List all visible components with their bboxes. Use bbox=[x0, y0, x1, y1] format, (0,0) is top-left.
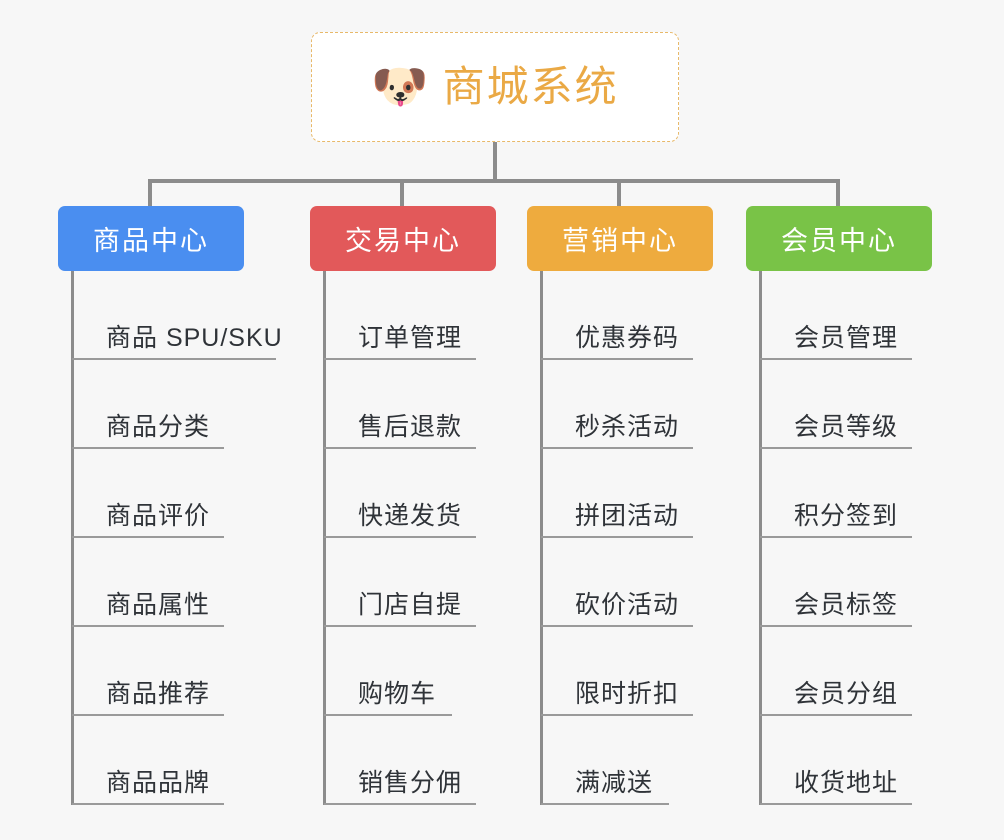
connector-spine-marketing-center bbox=[540, 271, 543, 805]
list-item-label: 商品分类 bbox=[106, 413, 211, 441]
leaf-list-member-center: 会员管理 会员等级 积分签到 会员标签 会员分组 收货地址 bbox=[746, 271, 956, 805]
leaf-rule bbox=[760, 358, 912, 360]
leaf-list-trade-center: 订单管理 售后退款 快递发货 门店自提 购物车 销售分佣 bbox=[310, 271, 520, 805]
list-item-label: 拼团活动 bbox=[575, 502, 680, 530]
list-item[interactable]: 砍价活动 bbox=[541, 538, 737, 627]
list-item-label: 快递发货 bbox=[358, 502, 463, 530]
list-item[interactable]: 门店自提 bbox=[324, 538, 520, 627]
list-item[interactable]: 商品属性 bbox=[72, 538, 288, 627]
list-item[interactable]: 秒杀活动 bbox=[541, 360, 737, 449]
list-item-label: 秒杀活动 bbox=[575, 413, 680, 441]
list-item[interactable]: 商品推荐 bbox=[72, 627, 288, 716]
list-item[interactable]: 满减送 bbox=[541, 716, 737, 805]
connector-drop-marketing-center bbox=[617, 179, 621, 209]
leaf-rule bbox=[541, 803, 669, 805]
connector-drop-member-center bbox=[836, 179, 840, 209]
leaf-rule bbox=[760, 536, 912, 538]
root-node[interactable]: 🐶 商城系统 bbox=[311, 32, 679, 142]
list-item-label: 商品评价 bbox=[106, 502, 211, 530]
list-item-label: 会员管理 bbox=[794, 324, 899, 352]
connector-drop-product-center bbox=[148, 179, 152, 209]
column-member-center: 会员中心 会员管理 会员等级 积分签到 会员标签 会员分组 bbox=[746, 206, 956, 805]
category-header-marketing-center[interactable]: 营销中心 bbox=[527, 206, 713, 271]
list-item-label: 积分签到 bbox=[794, 502, 899, 530]
leaf-rule bbox=[541, 447, 693, 449]
list-item-label: 销售分佣 bbox=[358, 769, 463, 797]
connector-spine-product-center bbox=[71, 271, 74, 805]
leaf-rule bbox=[72, 625, 224, 627]
list-item[interactable]: 商品品牌 bbox=[72, 716, 288, 805]
list-item[interactable]: 拼团活动 bbox=[541, 449, 737, 538]
dog-face-icon: 🐶 bbox=[371, 60, 429, 112]
list-item-label: 购物车 bbox=[358, 680, 437, 708]
list-item-label: 商品 SPU/SKU bbox=[106, 324, 283, 352]
list-item[interactable]: 会员等级 bbox=[760, 360, 956, 449]
list-item[interactable]: 销售分佣 bbox=[324, 716, 520, 805]
list-item[interactable]: 商品分类 bbox=[72, 360, 288, 449]
list-item[interactable]: 积分签到 bbox=[760, 449, 956, 538]
list-item-label: 会员标签 bbox=[794, 591, 899, 619]
list-item-label: 会员等级 bbox=[794, 413, 899, 441]
list-item[interactable]: 购物车 bbox=[324, 627, 520, 716]
category-header-product-center[interactable]: 商品中心 bbox=[58, 206, 244, 271]
list-item[interactable]: 收货地址 bbox=[760, 716, 956, 805]
connector-horizontal-bus bbox=[148, 179, 840, 183]
list-item[interactable]: 会员管理 bbox=[760, 271, 956, 360]
list-item-label: 会员分组 bbox=[794, 680, 899, 708]
category-header-trade-center[interactable]: 交易中心 bbox=[310, 206, 496, 271]
list-item[interactable]: 会员标签 bbox=[760, 538, 956, 627]
leaf-rule bbox=[541, 714, 693, 716]
leaf-rule bbox=[72, 358, 276, 360]
leaf-rule bbox=[541, 358, 693, 360]
list-item-label: 满减送 bbox=[575, 769, 654, 797]
list-item[interactable]: 商品评价 bbox=[72, 449, 288, 538]
list-item[interactable]: 快递发货 bbox=[324, 449, 520, 538]
list-item[interactable]: 订单管理 bbox=[324, 271, 520, 360]
column-marketing-center: 营销中心 优惠券码 秒杀活动 拼团活动 砍价活动 限时折扣 bbox=[527, 206, 737, 805]
leaf-rule bbox=[760, 625, 912, 627]
leaf-rule bbox=[541, 536, 693, 538]
list-item-label: 订单管理 bbox=[358, 324, 463, 352]
leaf-rule bbox=[324, 714, 452, 716]
leaf-rule bbox=[760, 803, 912, 805]
leaf-rule bbox=[324, 447, 476, 449]
leaf-rule bbox=[72, 714, 224, 716]
connector-spine-member-center bbox=[759, 271, 762, 805]
column-product-center: 商品中心 商品 SPU/SKU 商品分类 商品评价 商品属性 商品推荐 bbox=[58, 206, 288, 805]
leaf-rule bbox=[72, 447, 224, 449]
leaf-rule bbox=[324, 358, 476, 360]
list-item-label: 限时折扣 bbox=[575, 680, 680, 708]
list-item-label: 砍价活动 bbox=[575, 591, 680, 619]
column-trade-center: 交易中心 订单管理 售后退款 快递发货 门店自提 购物车 bbox=[310, 206, 520, 805]
list-item-label: 收货地址 bbox=[794, 769, 899, 797]
list-item-label: 优惠券码 bbox=[575, 324, 680, 352]
leaf-rule bbox=[324, 803, 476, 805]
list-item-label: 售后退款 bbox=[358, 413, 463, 441]
list-item-label: 商品品牌 bbox=[106, 769, 211, 797]
connector-root-stem bbox=[493, 142, 497, 182]
connector-drop-trade-center bbox=[400, 179, 404, 209]
list-item[interactable]: 商品 SPU/SKU bbox=[72, 271, 288, 360]
list-item[interactable]: 会员分组 bbox=[760, 627, 956, 716]
leaf-rule bbox=[760, 714, 912, 716]
list-item[interactable]: 限时折扣 bbox=[541, 627, 737, 716]
list-item-label: 门店自提 bbox=[358, 591, 463, 619]
leaf-rule bbox=[72, 536, 224, 538]
leaf-rule bbox=[72, 803, 224, 805]
list-item[interactable]: 优惠券码 bbox=[541, 271, 737, 360]
leaf-list-product-center: 商品 SPU/SKU 商品分类 商品评价 商品属性 商品推荐 商品品牌 bbox=[58, 271, 288, 805]
leaf-list-marketing-center: 优惠券码 秒杀活动 拼团活动 砍价活动 限时折扣 满减送 bbox=[527, 271, 737, 805]
list-item-label: 商品属性 bbox=[106, 591, 211, 619]
category-header-member-center[interactable]: 会员中心 bbox=[746, 206, 932, 271]
leaf-rule bbox=[760, 447, 912, 449]
leaf-rule bbox=[324, 625, 476, 627]
list-item[interactable]: 售后退款 bbox=[324, 360, 520, 449]
leaf-rule bbox=[541, 625, 693, 627]
root-title: 商城系统 bbox=[442, 63, 619, 110]
list-item-label: 商品推荐 bbox=[106, 680, 211, 708]
connector-spine-trade-center bbox=[323, 271, 326, 805]
leaf-rule bbox=[324, 536, 476, 538]
